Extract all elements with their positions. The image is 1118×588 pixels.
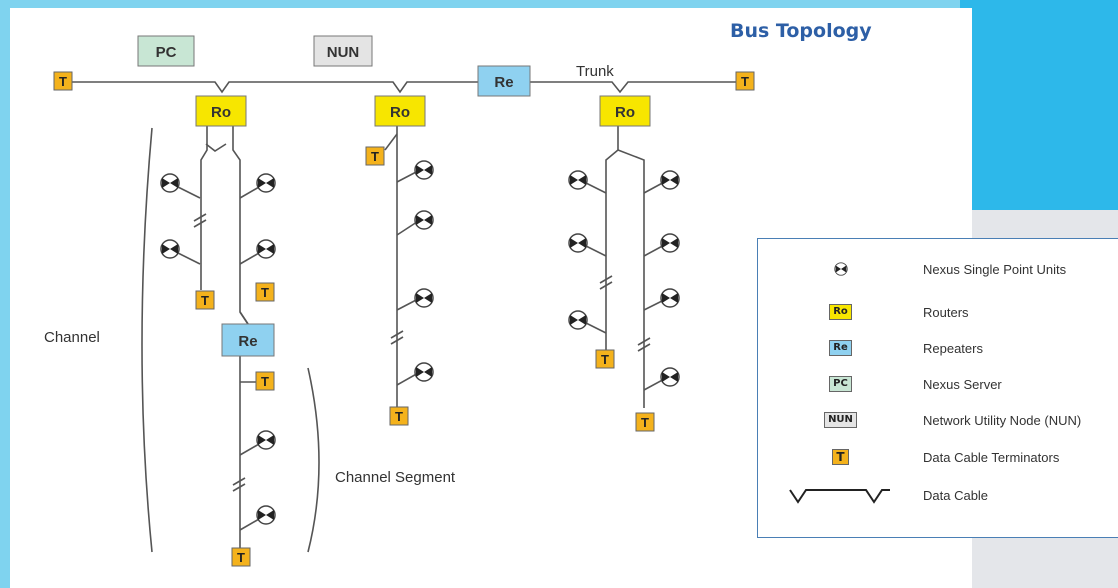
- terminator-node: T: [255, 371, 275, 391]
- nun-code: NUN: [824, 412, 857, 428]
- terminator-label: T: [371, 149, 379, 164]
- legend-item-routers: Ro Routers: [758, 294, 1118, 330]
- terminator-node: T: [255, 282, 275, 302]
- data-cable-icon: [758, 485, 923, 505]
- terminator-label: T: [641, 415, 649, 430]
- router-node-3: Ro: [599, 95, 651, 127]
- nun-node: NUN: [313, 35, 373, 67]
- terminator-label: T: [261, 374, 269, 389]
- terminator-code: T: [832, 449, 849, 465]
- router-node-2: Ro: [374, 95, 426, 127]
- legend-label: Routers: [923, 304, 969, 320]
- terminator-node: T: [231, 547, 251, 567]
- router-icon: Ro: [758, 304, 923, 320]
- legend-label: Repeaters: [923, 340, 983, 356]
- nun-icon: NUN: [758, 412, 923, 428]
- terminator-node: T: [365, 146, 385, 166]
- server-code: PC: [829, 376, 852, 392]
- terminator-node: T: [595, 349, 615, 369]
- terminators: T T T T T T T T T T: [53, 71, 755, 567]
- terminator-node: T: [53, 71, 73, 91]
- repeater-label: Re: [238, 333, 257, 350]
- terminator-label: T: [741, 74, 749, 89]
- nun-label: NUN: [327, 44, 360, 61]
- legend-label: Nexus Single Point Units: [923, 261, 1067, 277]
- terminator-label: T: [395, 409, 403, 424]
- legend-item-server: PC Nexus Server: [758, 366, 1118, 402]
- trunk-repeater-node: Re: [477, 65, 531, 97]
- legend-label: Network Utility Node (NUN): [923, 412, 1082, 428]
- legend-item-spu: Nexus Single Point Units: [758, 251, 1118, 287]
- terminator-node: T: [635, 412, 655, 432]
- terminator-label: T: [237, 550, 245, 565]
- terminator-label: T: [261, 285, 269, 300]
- repeater-label: Re: [494, 74, 513, 91]
- pc-node: PC: [137, 35, 195, 67]
- terminator-label: T: [201, 293, 209, 308]
- terminator-icon: T: [758, 449, 923, 465]
- legend-item-repeaters: Re Repeaters: [758, 330, 1118, 366]
- legend-item-cable: Data Cable: [758, 477, 1118, 513]
- page-title: Bus Topology: [730, 20, 872, 42]
- router-label: Ro: [615, 104, 635, 121]
- channel-segment-label: Channel Segment: [335, 469, 456, 486]
- pc-label: PC: [156, 44, 177, 61]
- router-node-1: Ro: [195, 95, 247, 127]
- server-icon: PC: [758, 376, 923, 392]
- legend-item-nun: NUN Network Utility Node (NUN): [758, 402, 1118, 438]
- terminator-label: T: [59, 74, 67, 89]
- repeater-code: Re: [829, 340, 852, 356]
- terminator-node: T: [389, 406, 409, 426]
- channel-label: Channel: [44, 329, 100, 346]
- router-code: Ro: [829, 304, 852, 320]
- trunk-label: Trunk: [576, 63, 614, 80]
- terminator-node: T: [735, 71, 755, 91]
- legend-box: Nexus Single Point Units Ro Routers Re R…: [757, 238, 1118, 538]
- router-label: Ro: [211, 104, 231, 121]
- legend-item-terminators: T Data Cable Terminators: [758, 439, 1118, 475]
- legend-label: Data Cable Terminators: [923, 449, 1060, 465]
- legend-label: Nexus Server: [923, 376, 1002, 392]
- terminator-label: T: [601, 352, 609, 367]
- channel-repeater-node: Re: [221, 323, 275, 357]
- legend-label: Data Cable: [923, 487, 989, 503]
- nexus-single-point-unit-icon: [758, 261, 923, 277]
- terminator-node: T: [195, 290, 215, 310]
- router-label: Ro: [390, 104, 410, 121]
- repeater-icon: Re: [758, 340, 923, 356]
